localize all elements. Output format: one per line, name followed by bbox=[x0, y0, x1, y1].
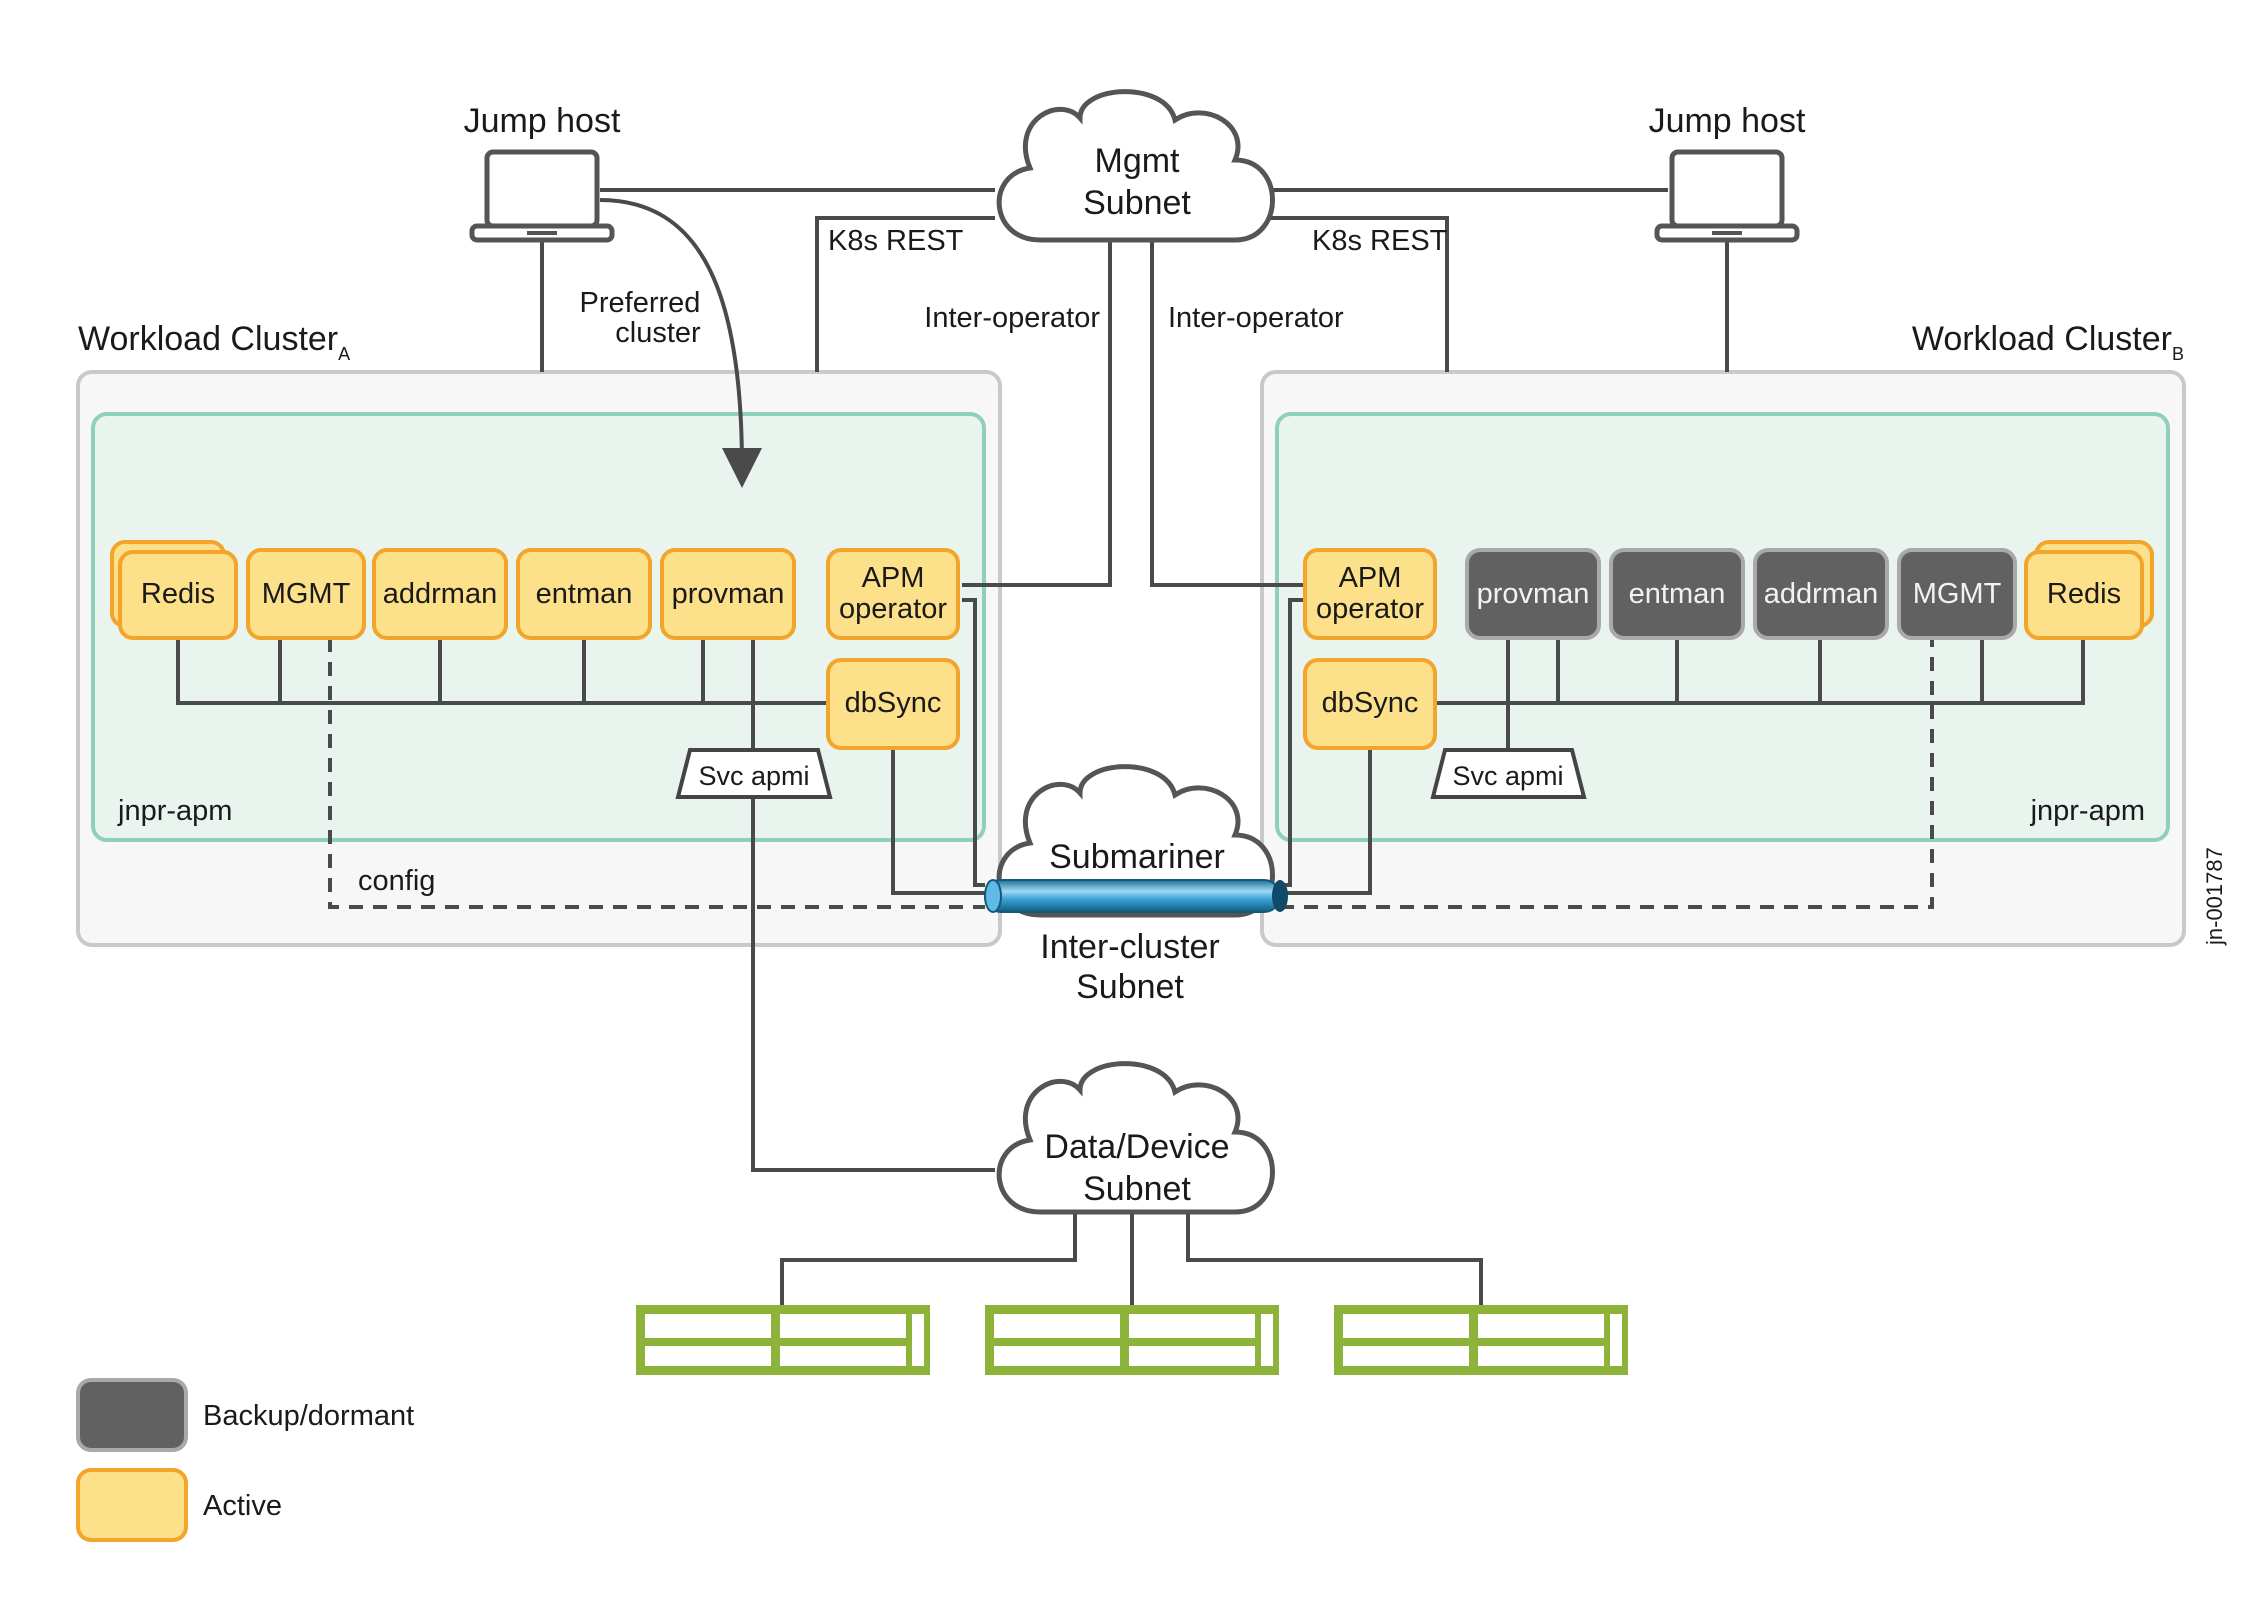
mgmt-subnet-cloud: Mgmt Subnet bbox=[996, 89, 1275, 243]
svg-text:provman: provman bbox=[672, 578, 785, 610]
svg-text:Svc apmi: Svc apmi bbox=[1452, 761, 1563, 791]
dbsync-b-tunnel-link bbox=[1280, 747, 1372, 895]
submariner-label: Submariner bbox=[1049, 838, 1225, 876]
inter-operator-label-b: Inter-operator bbox=[1168, 302, 1344, 334]
laptop-icon-b bbox=[1654, 149, 1800, 243]
redis-pod-a: Redis bbox=[110, 540, 238, 640]
legend-dormant-swatch bbox=[76, 1378, 188, 1452]
svg-text:provman: provman bbox=[1477, 578, 1590, 610]
legend-active-label: Active bbox=[203, 1490, 282, 1522]
bus-b bbox=[1437, 638, 2085, 705]
entman-pod-a: entman bbox=[516, 548, 652, 640]
svg-text:operator: operator bbox=[839, 593, 947, 625]
laptop-icon-a bbox=[469, 149, 615, 243]
inter-operator-label-a: Inter-operator bbox=[924, 302, 1100, 334]
k8s-rest-label-a: K8s REST bbox=[828, 225, 964, 257]
inter-operator-link-a bbox=[962, 240, 1112, 587]
svg-text:MGMT: MGMT bbox=[1913, 578, 2002, 610]
mgmt-cloud-line2: Subnet bbox=[1083, 184, 1191, 222]
figure-id: jn-001787 bbox=[2202, 847, 2227, 946]
mgmt-pod-b: MGMT bbox=[1897, 548, 2017, 640]
cluster-a-title: Workload ClusterA bbox=[78, 320, 350, 364]
entman-pod-b: entman bbox=[1609, 548, 1745, 640]
svc-apmi-b: Svc apmi bbox=[1430, 748, 1587, 799]
svg-text:addrman: addrman bbox=[1764, 578, 1878, 610]
addrman-pod-b: addrman bbox=[1753, 548, 1889, 640]
mgmt-cloud-line1: Mgmt bbox=[1095, 142, 1181, 180]
inter-cluster-line2: Subnet bbox=[1076, 968, 1184, 1006]
k8s-rest-link-a bbox=[815, 216, 995, 372]
inter-operator-link-b bbox=[1150, 240, 1303, 587]
svg-text:Redis: Redis bbox=[2047, 578, 2121, 610]
svc-apmi-a: Svc apmi bbox=[675, 748, 833, 799]
data-cloud-line1: Data/Device bbox=[1044, 1128, 1229, 1166]
svc-a-data-link bbox=[751, 795, 995, 1172]
data-device-subnet-cloud: Data/Device Subnet bbox=[996, 1061, 1275, 1215]
mgmt-pod-a: MGMT bbox=[246, 548, 366, 640]
config-link-a bbox=[328, 638, 985, 909]
jump-host-a-label: Jump host bbox=[464, 102, 621, 140]
preferred-cluster-arrow bbox=[599, 198, 762, 488]
device-link-1 bbox=[780, 1212, 1077, 1305]
svg-text:MGMT: MGMT bbox=[262, 578, 351, 610]
dbsync-a: dbSync bbox=[826, 658, 960, 750]
network-device-2 bbox=[985, 1305, 1279, 1375]
dbsync-a-tunnel-link bbox=[891, 747, 985, 895]
provman-pod-a: provman bbox=[660, 548, 796, 640]
legend-active-swatch bbox=[76, 1468, 188, 1542]
config-link-b bbox=[1280, 638, 1934, 909]
k8s-rest-label-b: K8s REST bbox=[1312, 225, 1448, 257]
jump-host-b-label: Jump host bbox=[1649, 102, 1806, 140]
svg-text:dbSync: dbSync bbox=[1322, 687, 1419, 719]
addrman-pod-a: addrman bbox=[372, 548, 508, 640]
submariner-cloud: Submariner bbox=[996, 764, 1275, 918]
apm-operator-a: APM operator bbox=[826, 548, 960, 640]
namespace-b-label: jnpr-apm bbox=[2030, 795, 2145, 827]
svg-text:entman: entman bbox=[536, 578, 633, 610]
provman-pod-b: provman bbox=[1465, 548, 1601, 640]
svg-text:Redis: Redis bbox=[141, 578, 215, 610]
k8s-rest-link-b bbox=[1262, 216, 1449, 372]
svg-text:entman: entman bbox=[1629, 578, 1726, 610]
namespace-a-label: jnpr-apm bbox=[117, 795, 232, 827]
inter-cluster-line1: Inter-cluster bbox=[1040, 928, 1220, 966]
legend-dormant-label: Backup/dormant bbox=[203, 1400, 414, 1432]
device-link-3 bbox=[1186, 1212, 1483, 1305]
operator-a-tunnel-link bbox=[962, 598, 985, 887]
network-device-3 bbox=[1334, 1305, 1628, 1375]
network-device-1 bbox=[636, 1305, 930, 1375]
svg-text:dbSync: dbSync bbox=[845, 687, 942, 719]
svg-text:Svc apmi: Svc apmi bbox=[698, 761, 809, 791]
submariner-tunnel bbox=[984, 879, 1288, 913]
svg-text:APM: APM bbox=[1339, 562, 1402, 594]
svg-text:addrman: addrman bbox=[383, 578, 497, 610]
dbsync-b: dbSync bbox=[1303, 658, 1437, 750]
config-label: config bbox=[358, 865, 435, 897]
svg-text:APM: APM bbox=[862, 562, 925, 594]
bus-a bbox=[176, 638, 828, 705]
preferred-cluster-line1: Preferred bbox=[580, 287, 701, 319]
cluster-b-title: Workload ClusterB bbox=[1912, 320, 2184, 364]
data-cloud-line2: Subnet bbox=[1083, 1170, 1191, 1208]
apm-operator-b: APM operator bbox=[1303, 548, 1437, 640]
redis-pod-b: Redis bbox=[2024, 540, 2154, 640]
svg-text:operator: operator bbox=[1316, 593, 1424, 625]
preferred-cluster-line2: cluster bbox=[615, 317, 701, 349]
